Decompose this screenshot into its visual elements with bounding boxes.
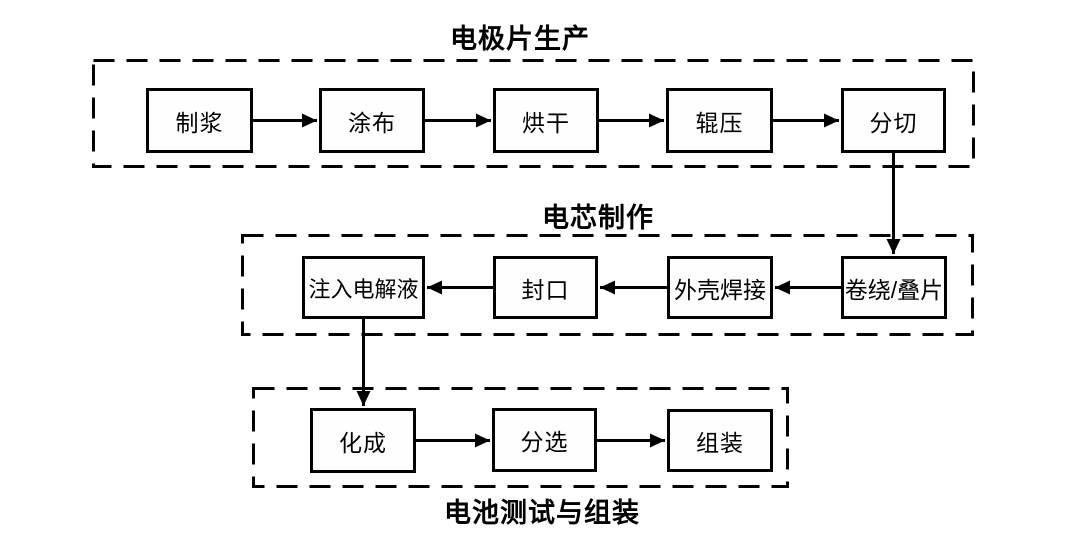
node-winding-stacking: 卷绕/叠片 bbox=[841, 256, 947, 319]
node-pulping: 制浆 bbox=[146, 88, 253, 153]
section-frame-electrode-sheet-production bbox=[92, 59, 975, 168]
section-frame-cell-fabrication bbox=[241, 234, 974, 336]
node-assembly: 组装 bbox=[667, 409, 773, 472]
node-drying: 烘干 bbox=[493, 88, 599, 153]
node-formation: 化成 bbox=[310, 408, 416, 473]
node-coating: 涂布 bbox=[319, 88, 425, 153]
section-frame-battery-testing-assembly bbox=[252, 387, 789, 488]
node-roll-pressing: 辊压 bbox=[666, 88, 773, 153]
node-sorting: 分选 bbox=[492, 408, 597, 472]
node-slitting: 分切 bbox=[841, 88, 946, 153]
node-sealing: 封口 bbox=[493, 256, 598, 319]
section-label-battery-testing-assembly: 电池测试与组装 bbox=[444, 498, 640, 528]
section-label-cell-fabrication: 电芯制作 bbox=[542, 203, 654, 233]
node-electrolyte-injection: 注入电解液 bbox=[302, 256, 425, 319]
node-case-welding: 外壳焊接 bbox=[667, 256, 773, 319]
section-label-electrode-sheet-production: 电极片生产 bbox=[450, 24, 590, 54]
